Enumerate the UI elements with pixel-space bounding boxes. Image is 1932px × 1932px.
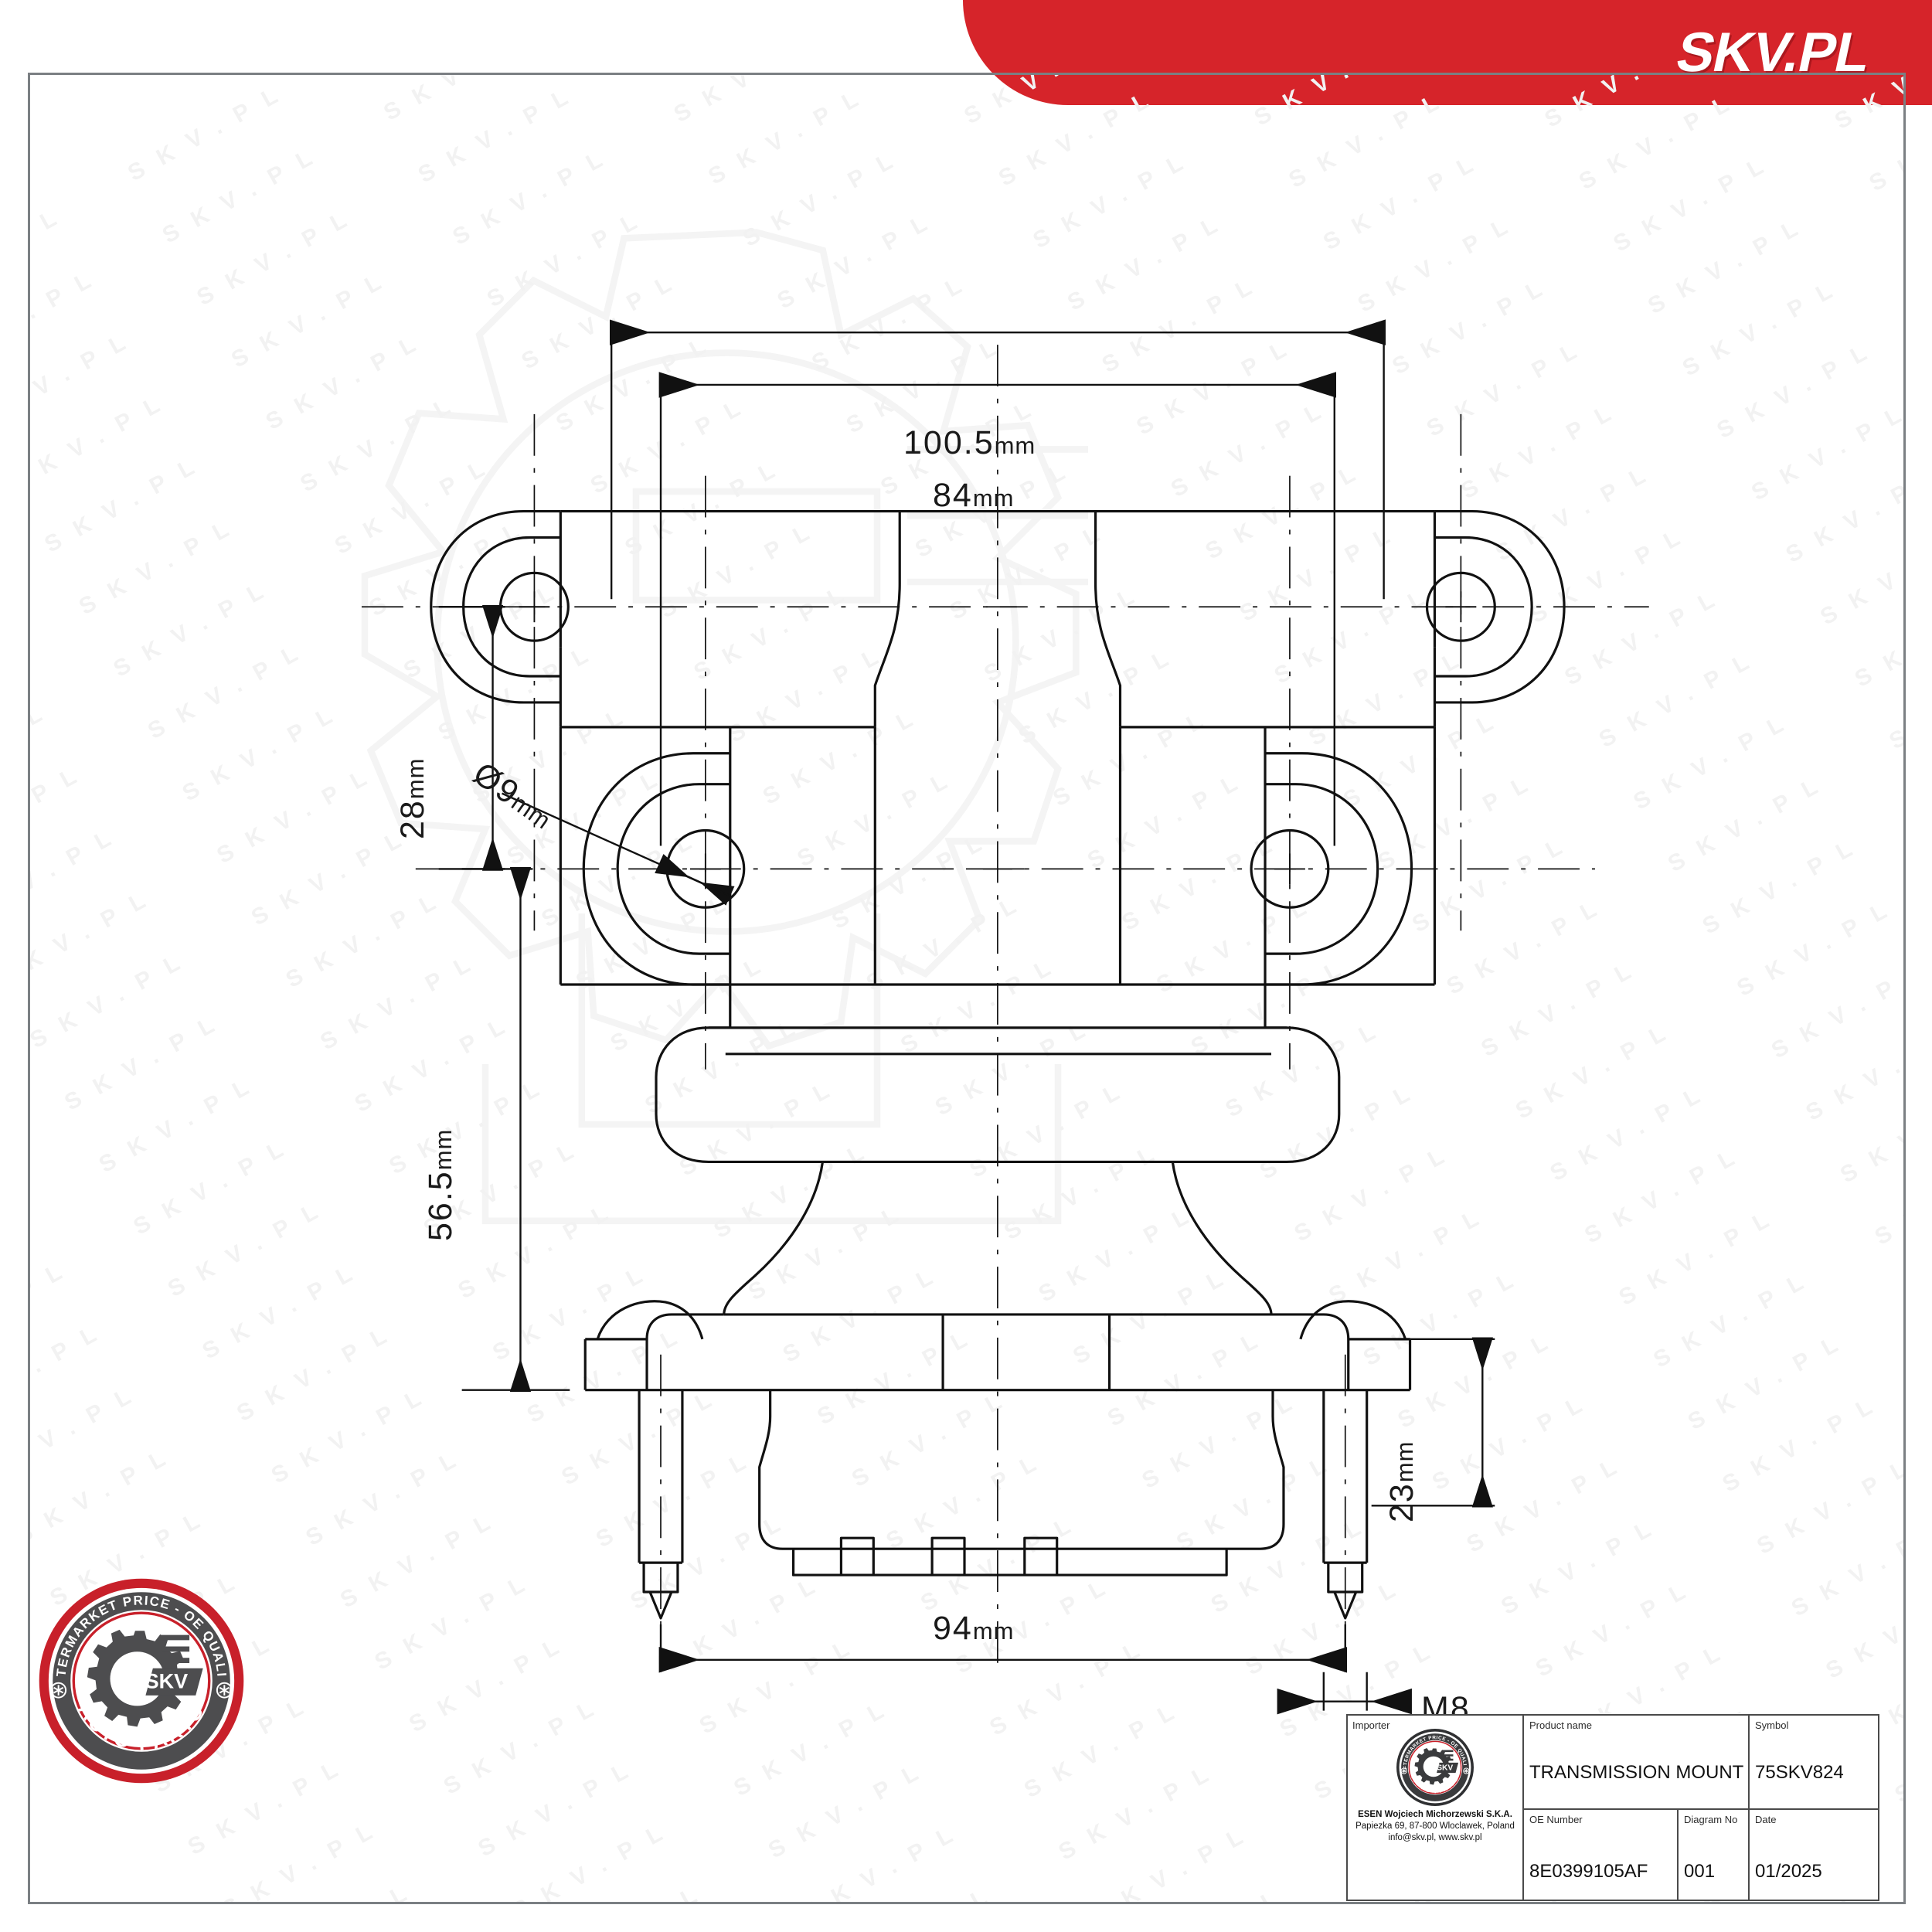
dim-label-stud-span: 94mm bbox=[933, 1610, 1015, 1647]
drawing-frame: SKV.PL SKV.PL SKV.PL SKV.PL SKV.PL SKV.P… bbox=[28, 73, 1906, 1904]
date-cell: Date 01/2025 bbox=[1748, 1810, 1878, 1900]
importer-skv-badge-icon: AFTERMARKET PRICE - OE QUALITY AUTO PART… bbox=[1396, 1728, 1475, 1807]
title-block-row-bottom: OE Number 8E0399105AF Diagram No 001 Dat… bbox=[1524, 1810, 1878, 1900]
drawing-frame-inner: SKV.PL SKV.PL SKV.PL SKV.PL SKV.PL SKV.P… bbox=[30, 75, 1903, 1902]
symbol-label: Symbol bbox=[1755, 1719, 1789, 1731]
dim-label-bolt-span-top: 84mm bbox=[933, 477, 1015, 514]
symbol-value: 75SKV824 bbox=[1755, 1762, 1844, 1783]
importer-company-name: ESEN Wojciech Michorzewski S.K.A. bbox=[1358, 1810, 1512, 1819]
symbol-cell: Symbol 75SKV824 bbox=[1748, 1716, 1878, 1808]
oe-number-cell: OE Number 8E0399105AF bbox=[1524, 1810, 1677, 1900]
importer-address: Papiezka 69, 87-800 Wloclawek, Poland bbox=[1355, 1821, 1515, 1831]
dim-label-overall-width: 100.5mm bbox=[903, 424, 1036, 461]
product-name-value: TRANSMISSION MOUNT bbox=[1529, 1762, 1744, 1783]
dim-label-overall-height: 56.5mm bbox=[422, 1128, 459, 1241]
title-block-importer-cell: Importer AFTERMARKET PRICE - OE QUALITY bbox=[1348, 1716, 1524, 1900]
title-block: Importer AFTERMARKET PRICE - OE QUALITY bbox=[1346, 1714, 1879, 1901]
dim-label-ear-pitch: 28mm bbox=[394, 757, 431, 840]
product-name-label: Product name bbox=[1529, 1719, 1592, 1731]
badge-gear-icon bbox=[87, 1629, 203, 1727]
diagram-no-cell: Diagram No 001 bbox=[1677, 1810, 1748, 1900]
diagram-no-value: 001 bbox=[1684, 1861, 1716, 1882]
product-name-cell: Product name TRANSMISSION MOUNT bbox=[1524, 1716, 1748, 1808]
skv-auto-parts-badge: AFTERMARKET PRICE - OE QUALITY AUTO PART… bbox=[37, 1577, 246, 1785]
date-value: 01/2025 bbox=[1755, 1861, 1822, 1882]
badge-center-text: SKV bbox=[145, 1669, 189, 1692]
oe-number-value: 8E0399105AF bbox=[1529, 1861, 1648, 1882]
dim-label-stud-length: 23mm bbox=[1383, 1440, 1420, 1523]
importer-label: Importer bbox=[1352, 1719, 1390, 1731]
importer-address-block: ESEN Wojciech Michorzewski S.K.A. Papiez… bbox=[1355, 1809, 1515, 1844]
diagram-no-label: Diagram No bbox=[1684, 1814, 1738, 1825]
oe-number-label: OE Number bbox=[1529, 1814, 1583, 1825]
title-block-row-top: Product name TRANSMISSION MOUNT Symbol 7… bbox=[1524, 1716, 1878, 1810]
header-banner: SKV.PL bbox=[963, 0, 1932, 105]
date-label: Date bbox=[1755, 1814, 1777, 1825]
importer-contact: info@skv.pl, www.skv.pl bbox=[1388, 1833, 1482, 1842]
title-block-fields: Product name TRANSMISSION MOUNT Symbol 7… bbox=[1524, 1716, 1878, 1900]
svg-text:SKV: SKV bbox=[1437, 1764, 1453, 1773]
